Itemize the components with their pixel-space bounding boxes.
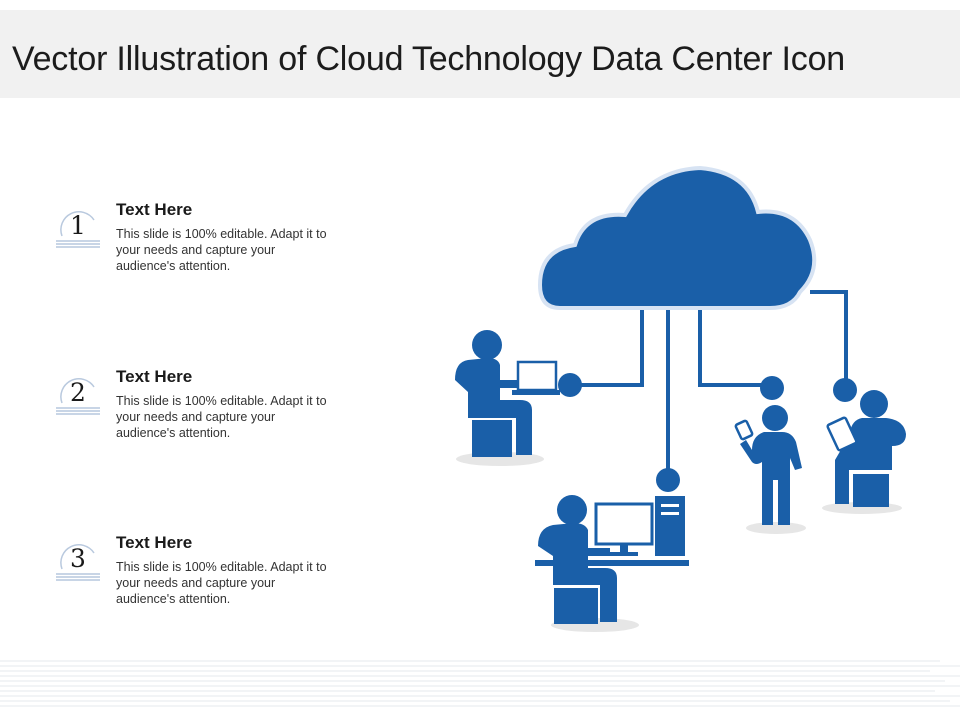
point-heading: Text Here xyxy=(116,533,193,552)
cloud-icon xyxy=(537,165,817,310)
point-number: 2 xyxy=(70,378,86,407)
point-heading: Text Here xyxy=(116,367,193,386)
decorative-floor-lines xyxy=(0,660,960,707)
number-badge-icon: 2 xyxy=(54,373,102,417)
point-number: 1 xyxy=(70,211,86,240)
number-badge-icon: 3 xyxy=(54,539,102,583)
point-number: 3 xyxy=(70,544,86,573)
person-computer-icon xyxy=(535,495,689,632)
point-body: This slide is 100% editable. Adapt it to… xyxy=(116,560,327,606)
list-item-3: 3 Text Here This slide is 100% editable.… xyxy=(54,533,354,623)
list-item-2: 2 Text Here This slide is 100% editable.… xyxy=(54,367,354,457)
person-phone-icon xyxy=(734,405,806,534)
title-bar: Vector Illustration of Cloud Technology … xyxy=(0,10,960,98)
list-item-1: 1 Text Here This slide is 100% editable.… xyxy=(54,200,354,290)
connector-node-icons xyxy=(558,373,857,492)
point-body: This slide is 100% editable. Adapt it to… xyxy=(116,227,327,273)
slide-title: Vector Illustration of Cloud Technology … xyxy=(12,40,845,78)
person-tablet-icon xyxy=(822,390,906,514)
connector-lines xyxy=(570,290,848,470)
number-badge-icon: 1 xyxy=(54,206,102,250)
person-laptop-icon xyxy=(455,330,560,466)
cloud-network-illustration xyxy=(455,165,906,632)
point-body: This slide is 100% editable. Adapt it to… xyxy=(116,394,327,440)
point-heading: Text Here xyxy=(116,200,193,219)
